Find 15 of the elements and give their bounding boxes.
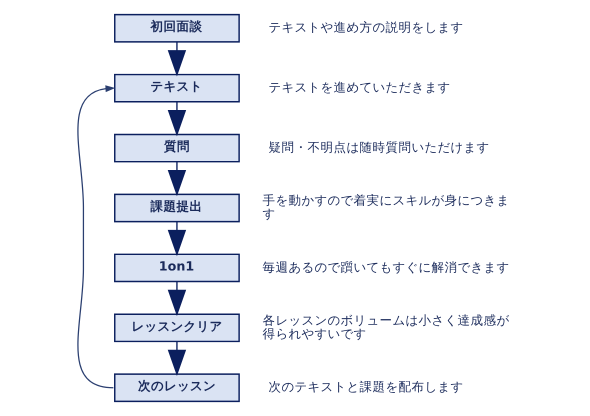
node-box: 課題提出 bbox=[114, 194, 240, 222]
node-label: 各レッスンのボリュームは小さく達成感が得られやすいです bbox=[262, 312, 510, 341]
node-label: 次のテキストと課題を配布します bbox=[268, 379, 464, 394]
node-label: 毎週あるので躓いてもすぐに解消できます bbox=[262, 259, 510, 274]
node-label: テキストや進め方の説明をします bbox=[268, 20, 464, 35]
node-label: 疑問・不明点は随時質問いただけます bbox=[268, 139, 490, 154]
arrow bbox=[77, 85, 116, 388]
node-label: テキストを進めていただきます bbox=[268, 80, 451, 95]
node-box: 質問 bbox=[114, 134, 240, 162]
node-box: レッスンクリア bbox=[114, 313, 240, 342]
node-box: 次のレッスン bbox=[114, 373, 240, 402]
node-box: 1on1 bbox=[114, 254, 240, 282]
node-box: 初回面談 bbox=[114, 14, 240, 43]
node-box: テキスト bbox=[114, 74, 240, 102]
node-label: 手を動かすので着実にスキルが身につきます bbox=[262, 192, 510, 222]
